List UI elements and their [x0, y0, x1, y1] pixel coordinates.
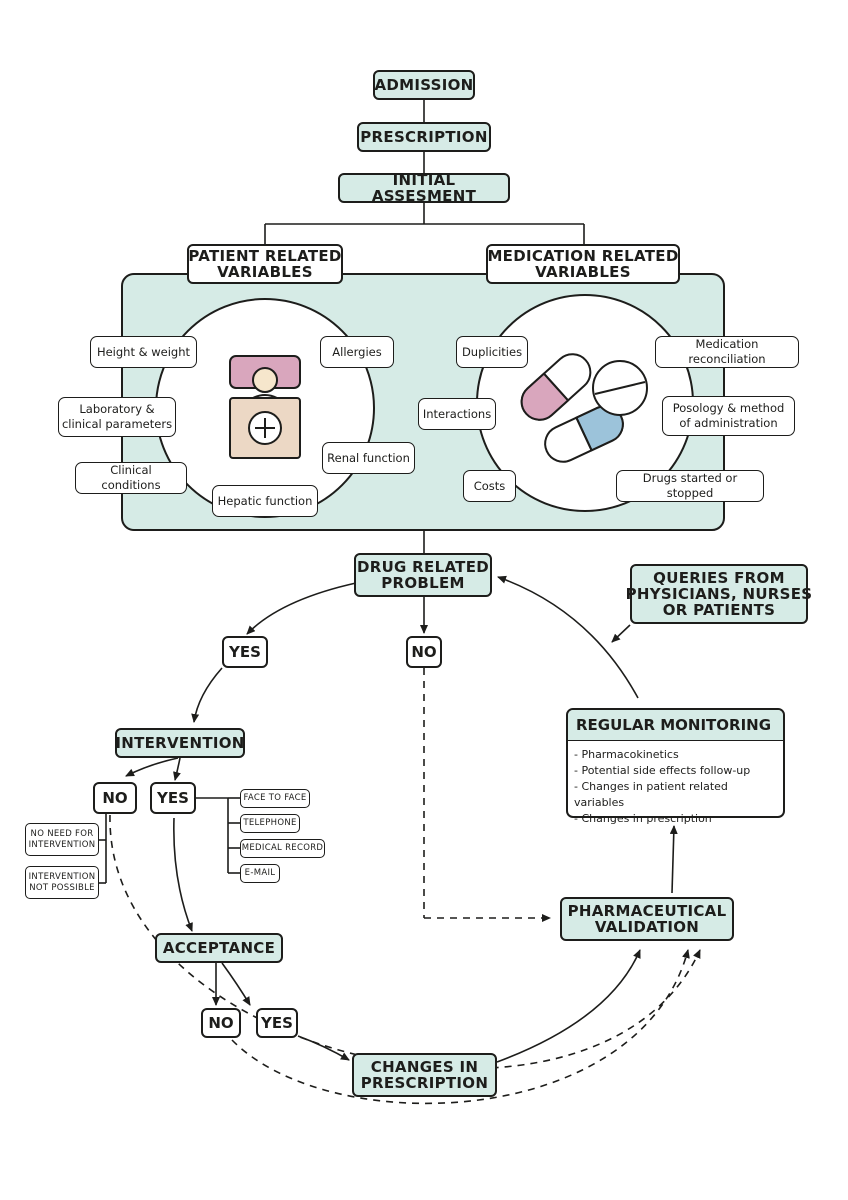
- patient-figure-icon: [229, 355, 301, 459]
- intervention-no-label: NO: [93, 782, 137, 814]
- admission-node: ADMISSION: [373, 70, 475, 100]
- variable-drugs-started-stopped: Drugs started or stopped: [616, 470, 764, 502]
- intervention-yes-label: YES: [150, 782, 196, 814]
- variable-hepatic-function: Hepatic function: [212, 485, 318, 517]
- initial-assessment-node: INITIAL ASSESMENT: [338, 172, 510, 204]
- variable-duplicities: Duplicities: [456, 336, 528, 368]
- regular-monitoring-panel: REGULAR MONITORING - Pharmacokinetics - …: [566, 708, 785, 825]
- reason-not-possible: INTERVENTION NOT POSSIBLE: [25, 866, 99, 899]
- variable-costs: Costs: [463, 470, 516, 502]
- monitoring-list: - Pharmacokinetics - Potential side effe…: [568, 747, 783, 827]
- variable-medication-reconciliation: Medication reconciliation: [655, 336, 799, 368]
- variable-clinical-conditions: Clinical conditions: [75, 462, 187, 494]
- changes-in-prescription-node: CHANGES IN PRESCRIPTION: [352, 1053, 497, 1097]
- variable-posology: Posology & method of administration: [662, 396, 795, 436]
- prescription-node: PRESCRIPTION: [357, 122, 491, 152]
- patient-variables-title: PATIENT RELATED VARIABLES: [187, 244, 343, 284]
- monitoring-item: - Potential side effects follow-up: [574, 764, 751, 777]
- reason-no-need: NO NEED FOR INTERVENTION: [25, 823, 99, 856]
- variable-allergies: Allergies: [320, 336, 394, 368]
- drug-related-problem-node: DRUG RELATED PROBLEM: [354, 553, 492, 597]
- channel-telephone: TELEPHONE: [240, 814, 300, 833]
- intervention-node: INTERVENTION: [115, 728, 245, 758]
- queries-node: QUERIES FROM PHYSICIANS, NURSES OR PATIE…: [626, 564, 812, 624]
- acceptance-node: ACCEPTANCE: [155, 933, 283, 963]
- acceptance-no-label: NO: [201, 1008, 241, 1038]
- channel-medical-record: MEDICAL RECORD: [240, 839, 325, 858]
- channel-email: E-MAIL: [240, 864, 280, 883]
- monitoring-item: - Changes in patient related variables: [574, 780, 728, 809]
- drp-yes-label: YES: [222, 636, 268, 668]
- medication-variables-title: MEDICATION RELATED VARIABLES: [486, 244, 680, 284]
- variable-renal-function: Renal function: [322, 442, 415, 474]
- variable-height-weight: Height & weight: [90, 336, 197, 368]
- monitoring-item: - Pharmacokinetics: [574, 748, 679, 761]
- variable-lab-clinical-parameters: Laboratory & clinical parameters: [58, 397, 176, 437]
- acceptance-yes-label: YES: [256, 1008, 298, 1038]
- channel-face-to-face: FACE TO FACE: [240, 789, 310, 808]
- pharmaceutical-validation-node: PHARMACEUTICAL VALIDATION: [560, 897, 734, 941]
- pills-icon: [520, 353, 648, 463]
- regular-monitoring-title: REGULAR MONITORING: [568, 710, 783, 741]
- monitoring-item: - Changes in prescription: [574, 812, 712, 825]
- drp-no-label: NO: [406, 636, 442, 668]
- variable-interactions: Interactions: [418, 398, 496, 430]
